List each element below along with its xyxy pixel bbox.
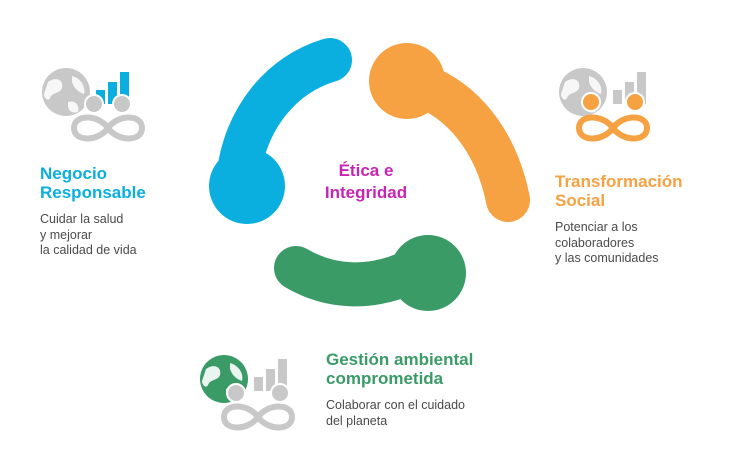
orange-circle	[369, 43, 445, 119]
pillar-title: Gestión ambiental comprometida	[326, 350, 526, 388]
center-label-line1: Ética e	[338, 161, 394, 180]
pillar-description: Cuidar la salud y mejorar la calidad de …	[40, 212, 210, 259]
pillar-desc-line2: y mejorar	[40, 227, 93, 242]
pillar-negocio: Negocio Responsable Cuidar la salud y me…	[40, 164, 210, 259]
pillar-desc-line2: del planeta	[326, 413, 388, 428]
pillar-desc-line3: la calidad de vida	[40, 243, 137, 257]
center-label: Ética e Integridad	[305, 160, 427, 204]
pillar-desc-line1: Cuidar la salud	[40, 212, 124, 226]
pillar-title-line2: Responsable	[40, 183, 146, 202]
pillar-description: Potenciar a los colaboradores y las comu…	[555, 220, 730, 267]
pillar-desc-line1: Potenciar a los	[555, 220, 638, 234]
pillar-desc-line3: y las comunidades	[555, 251, 659, 265]
pillar-title-line2: comprometida	[326, 369, 444, 388]
pillar-ambiental: Gestión ambiental comprometida Colaborar…	[326, 350, 526, 429]
pillar-desc-line1: Colaborar con el cuidado	[326, 398, 465, 412]
pillar-title-line1: Gestión ambiental	[326, 350, 474, 369]
blue-circle	[209, 148, 285, 224]
green-circle	[390, 235, 466, 311]
pillar-title-line1: Negocio	[40, 164, 108, 183]
pillar-title-line2: Social	[555, 191, 606, 210]
cycle-segment-blue	[209, 38, 352, 224]
pillar-title: Negocio Responsable	[40, 164, 210, 202]
pillar-desc-line2: colaboradores	[555, 235, 635, 250]
pillar-social: Transformación Social Potenciar a los co…	[555, 172, 730, 267]
cycle-segment-green	[274, 235, 466, 311]
cycle-segment-orange	[369, 43, 530, 222]
pillar-title: Transformación Social	[555, 172, 730, 210]
pillar-title-line1: Transformación	[555, 172, 683, 191]
pillar-description: Colaborar con el cuidado del planeta	[326, 398, 526, 429]
center-label-line2: Integridad	[324, 183, 408, 202]
